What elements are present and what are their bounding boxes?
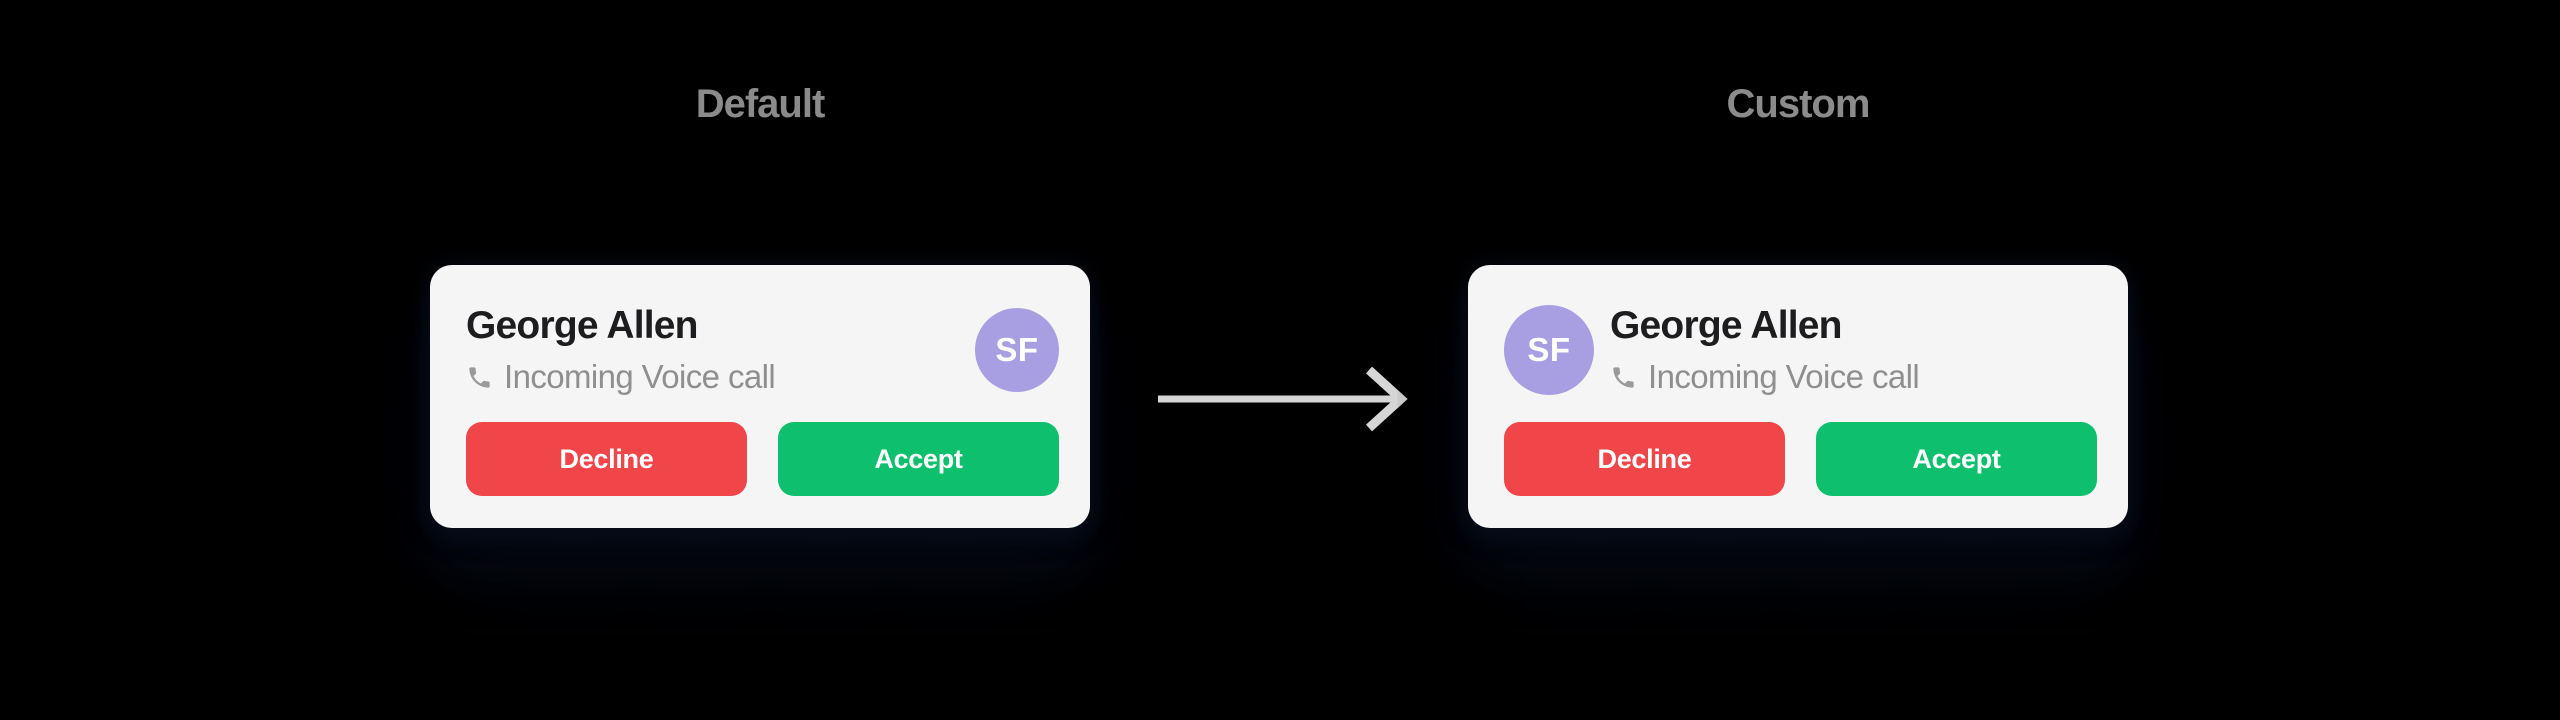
call-card-header: George Allen Incoming Voice call SF xyxy=(1504,303,2097,397)
section-label-custom: Custom xyxy=(1726,82,1871,126)
accept-button[interactable]: Accept xyxy=(1816,422,2097,496)
avatar-initials: SF xyxy=(1527,331,1571,368)
call-card-header: George Allen Incoming Voice call SF xyxy=(466,303,1059,397)
custom-call-card: George Allen Incoming Voice call SF Decl… xyxy=(1468,265,2128,528)
phone-icon xyxy=(466,364,493,391)
call-status: Incoming Voice call xyxy=(466,357,776,397)
call-actions: Decline Accept xyxy=(1504,422,2097,496)
caller-name: George Allen xyxy=(466,304,698,347)
avatar: SF xyxy=(1504,305,1594,395)
call-actions: Decline Accept xyxy=(466,422,1059,496)
default-call-card: George Allen Incoming Voice call SF Decl… xyxy=(430,265,1090,528)
decline-button[interactable]: Decline xyxy=(1504,422,1785,496)
arrow-right-icon xyxy=(1158,366,1408,432)
call-status-text: Incoming Voice call xyxy=(1648,358,1920,395)
call-status: Incoming Voice call xyxy=(1610,357,1920,397)
avatar: SF xyxy=(975,308,1059,392)
caller-info: George Allen Incoming Voice call xyxy=(1610,303,1920,397)
caller-info: George Allen Incoming Voice call xyxy=(466,303,776,397)
avatar-initials: SF xyxy=(995,331,1039,368)
caller-name: George Allen xyxy=(1610,304,1842,347)
decline-button[interactable]: Decline xyxy=(466,422,747,496)
phone-icon xyxy=(1610,364,1637,391)
section-label-default: Default xyxy=(695,82,826,126)
accept-button[interactable]: Accept xyxy=(778,422,1059,496)
call-status-text: Incoming Voice call xyxy=(504,358,776,395)
